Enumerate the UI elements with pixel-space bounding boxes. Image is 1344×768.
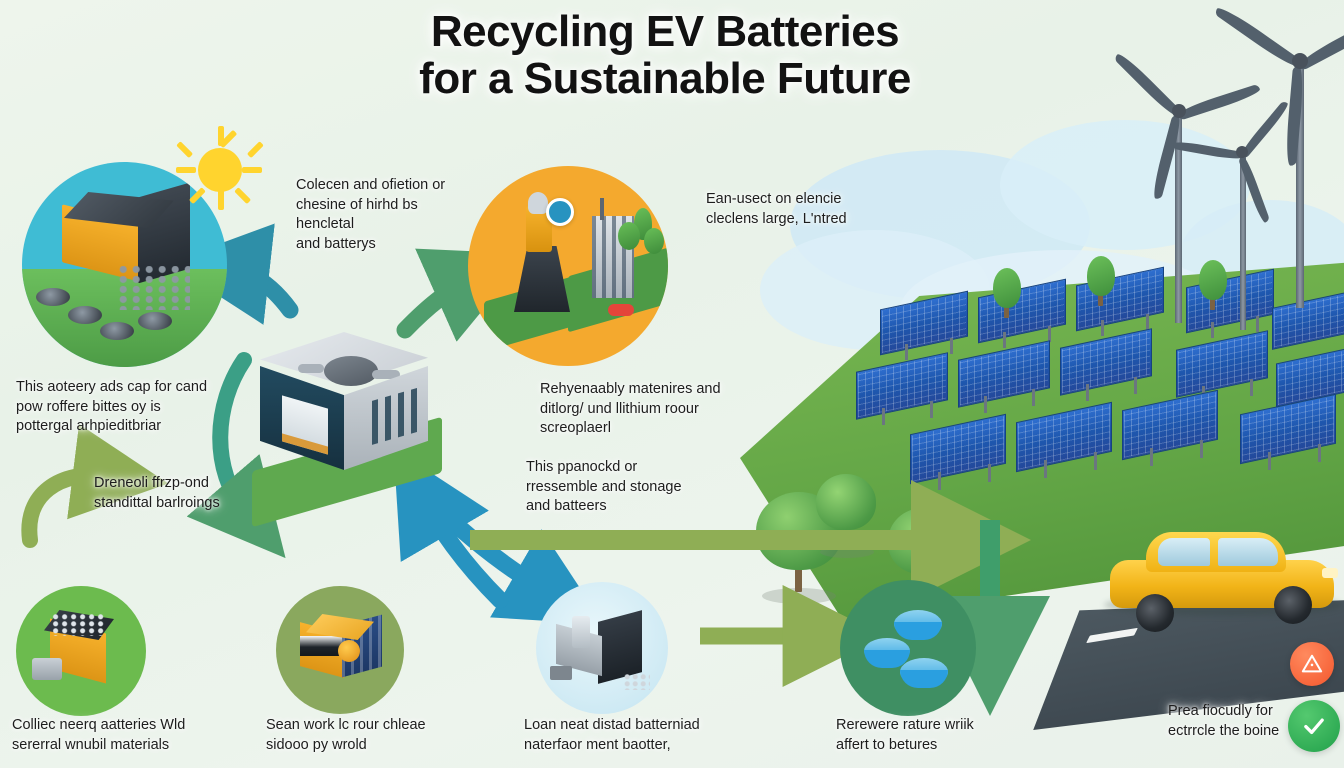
recycle-marker-icon <box>546 198 574 226</box>
sun-icon <box>176 126 264 212</box>
recovered-drums-node[interactable] <box>840 580 976 716</box>
recovery-materials-caption: Rehyenaably matenires and ditlorg/ und l… <box>540 381 721 437</box>
sorting-caption: Sean work lc rour chleae sidooo py wrold <box>266 717 426 753</box>
arrow-sorting-to-plant <box>393 448 509 609</box>
title-line-1: Recycling EV Batteries <box>430 7 900 56</box>
arrow-to-battery-node <box>167 223 299 325</box>
recycling-plant-node[interactable] <box>236 318 456 528</box>
reassembly-caption: This ppanockd or rressemble and stonage … <box>526 459 682 515</box>
industrial-facility-node[interactable] <box>468 166 668 366</box>
warning-triangle-icon[interactable] <box>1290 642 1334 686</box>
battery-capacity-caption: This aoteery ads cap for cand pow roffer… <box>16 379 208 435</box>
check-circle-icon[interactable] <box>1288 700 1340 752</box>
dismantling-node[interactable] <box>536 582 668 714</box>
collection-caption: Colecen and ofietion or chesine of hirhd… <box>296 177 446 252</box>
ev-charging-caption: Prea fiocudly for ectrrcle the boine <box>1168 703 1280 739</box>
yellow-electric-car <box>1098 524 1344 644</box>
title-line-2: for a Sustainable Future <box>419 54 911 104</box>
shredder-node[interactable] <box>16 586 146 716</box>
page-title: Recycling EV Batteries for a Sustainable… <box>350 8 980 102</box>
recovered-materials-caption: Rerewere rature wriik affert to betures <box>836 717 974 753</box>
sorting-machine-node[interactable] <box>276 586 404 714</box>
dismantle-caption: Loan neat distad batterniad naterfaor me… <box>524 717 700 753</box>
end-use-caption: Ean-usect on elencie cleclens large, L'n… <box>706 191 847 227</box>
second-life-caption: Dreneoli ffrzp-ond standittal barlroings <box>94 475 220 511</box>
collect-materials-caption: Colliec neerq aatteries Wld sererral wnu… <box>12 717 186 753</box>
